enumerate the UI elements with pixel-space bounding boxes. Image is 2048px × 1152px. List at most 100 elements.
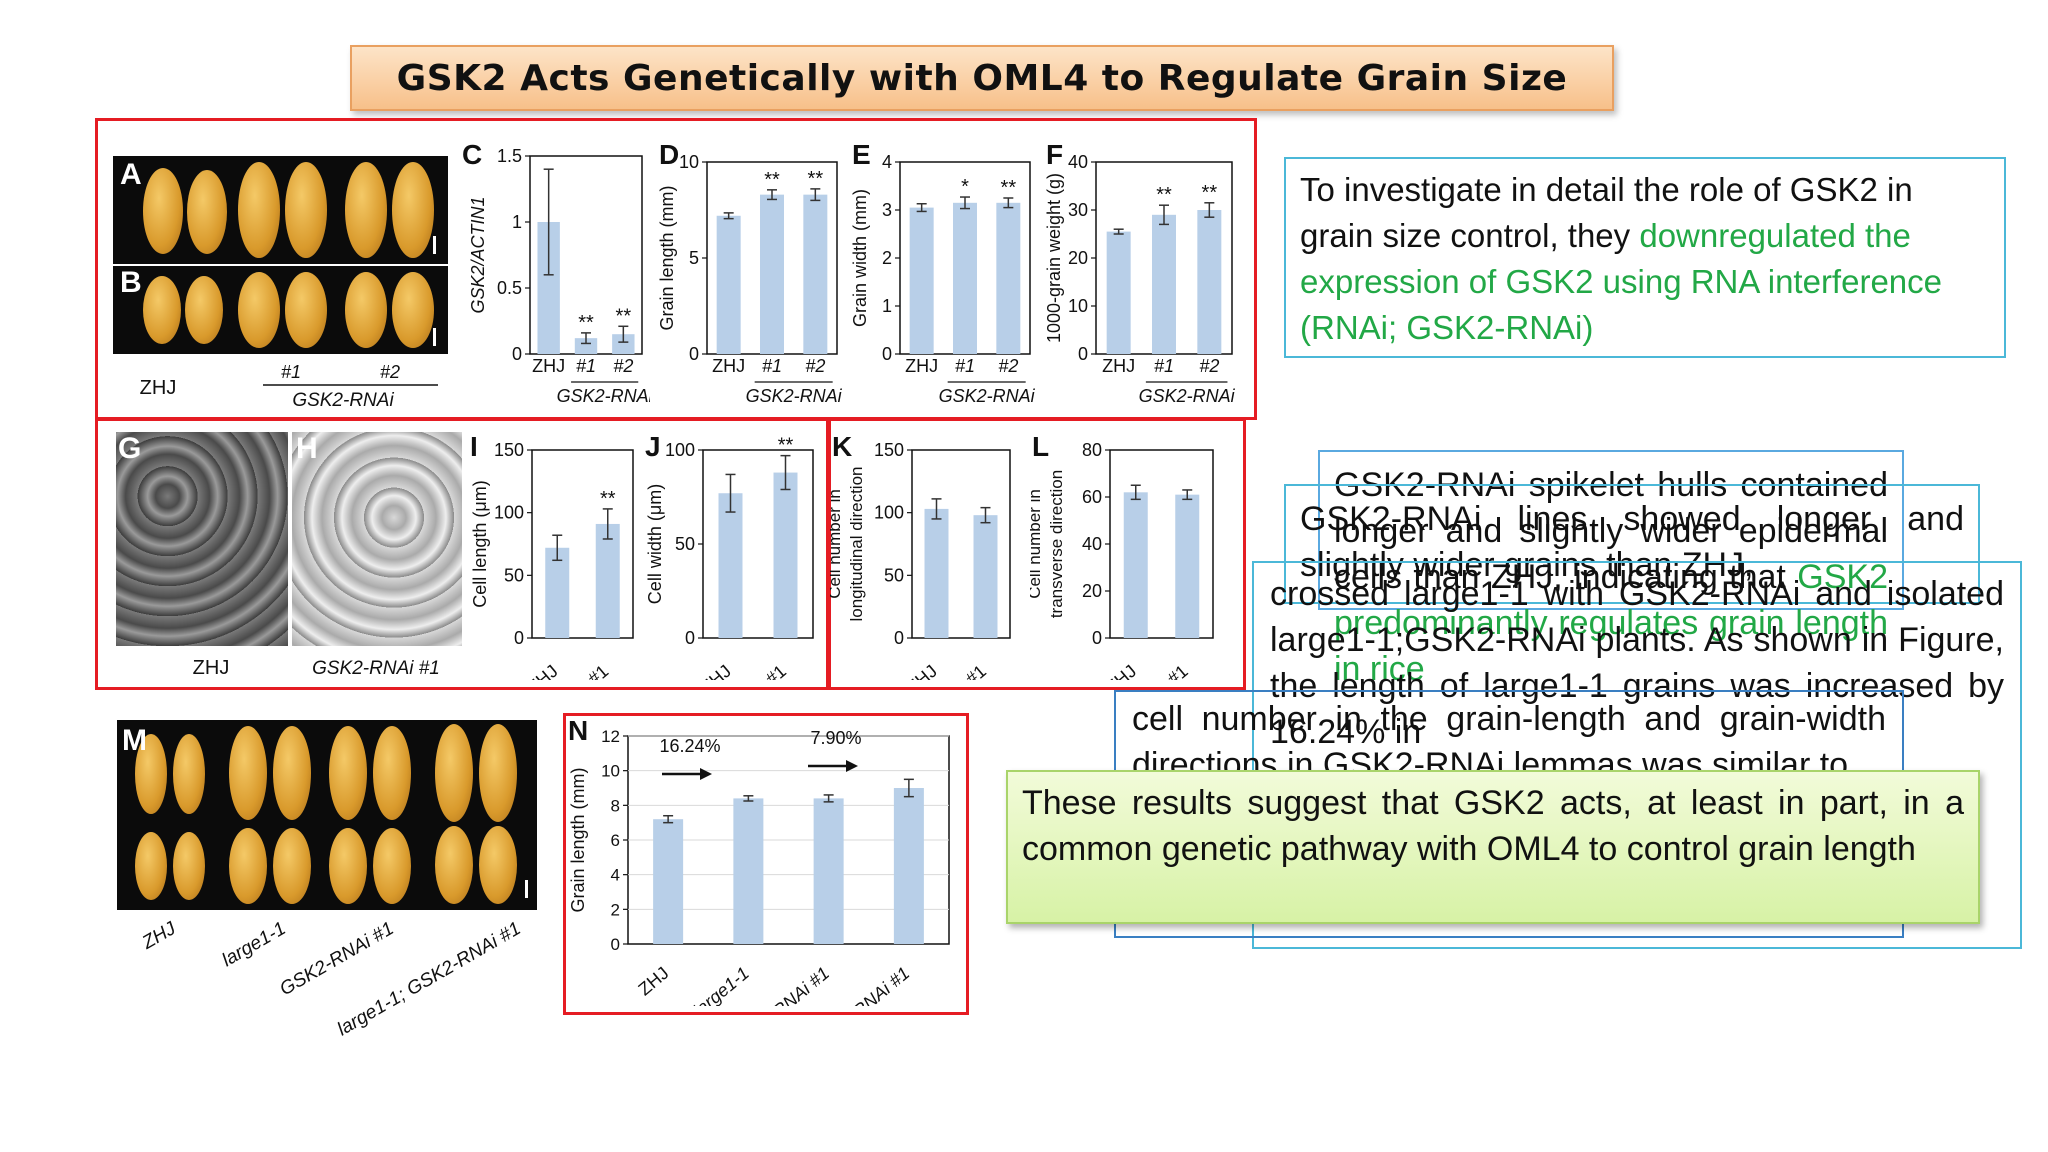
y-tick-label: 0 [611,935,620,954]
bar [718,493,743,638]
significance-mark: ** [808,168,824,190]
slide-title-box: GSK2 Acts Genetically with OML4 to Regul… [350,45,1614,111]
bar [574,338,598,354]
sem-image-g [116,432,288,646]
y-tick-label: 50 [884,565,904,585]
bar [909,207,934,354]
x-tick-label: ZHJ [712,356,745,376]
y-tick-label: 0 [514,628,524,648]
y-tick-label: 100 [874,503,904,523]
y-tick-label: 0 [1092,628,1102,648]
y-axis-label: Grain length (mm) [657,185,677,330]
y-tick-label: 10 [601,762,620,781]
figure-n-frame [563,713,969,1015]
y-tick-label: 150 [494,440,524,460]
x-tick-label: ZHJ [697,661,735,680]
y-tick-label: 0 [512,344,522,364]
significance-mark: ** [1202,182,1218,204]
bar [716,215,741,354]
x-tick-label: #2 [613,356,633,376]
y-tick-label: 100 [665,440,695,460]
figure-mid-right-frame [826,418,1246,690]
x-tick-label: ZHJ [903,661,941,680]
panel-label-f: F [1046,140,1063,170]
y-tick-label: 4 [882,152,892,172]
x-tick-label: ZHJ [1102,356,1135,376]
panel-label-d: D [659,140,679,170]
group-label: GSK2-RNAi [939,386,1036,406]
x-tick-label: ZHJ [524,661,562,680]
y-tick-label: 6 [611,831,620,850]
y-tick-label: 0 [689,344,699,364]
y-tick-label: 0 [894,628,904,648]
x-tick-label: #1 [955,356,975,376]
caption-rnai1-sem: GSK2-RNAi #1 [312,658,440,679]
x-tick-label: #1 [576,356,596,376]
group-label: GSK2-RNAi [557,386,650,406]
y-axis-label: Grain width (mm) [850,189,870,327]
slide-title: GSK2 Acts Genetically with OML4 to Regul… [396,57,1568,99]
plot-frame [911,449,1011,639]
x-tick-label: #2 [1199,356,1219,376]
y-tick-label: 40 [1082,534,1102,554]
y-axis-label: transverse direction [1047,470,1066,618]
bar [612,334,635,354]
panel-label-i: I [470,432,478,462]
bar [893,788,924,944]
panel-label-n: N [568,716,588,746]
y-tick-label: 0 [1078,344,1088,364]
significance-mark: ** [578,312,594,334]
y-tick-label: 0 [882,344,892,364]
y-tick-label: 0.5 [497,278,522,298]
significance-mark: ** [1001,177,1017,199]
significance-mark: ** [778,435,794,457]
percent-annotation: 7.90% [810,728,861,748]
y-tick-label: 50 [675,534,695,554]
y-axis-label: Cell width (μm) [645,484,665,604]
caption-n1: #1 [281,362,301,382]
panel-label-b: B [120,266,142,299]
photo-grains-m [117,720,537,910]
bar [996,202,1021,354]
bar [545,547,570,638]
x-tick-label: #2 [998,356,1018,376]
panel-label-j: J [645,432,661,462]
x-tick-label: #1 [762,356,782,376]
sem-image-h [292,432,462,646]
bar [537,222,560,354]
figure-mid-left-frame [95,418,831,690]
significance-mark: ** [600,488,616,510]
text-rnai-intro-plain: To investigate in detail the role of GSK… [1300,171,1913,254]
bar [760,194,784,354]
bar [595,523,620,638]
bar [1152,214,1176,354]
x-tick-label: #1 [762,661,790,680]
text-longer-grains: GSK2-RNAi lines showed longer and slight… [1300,500,1964,584]
y-tick-label: 1 [882,296,892,316]
caption-zhj: ZHJ [140,377,177,399]
significance-mark: ** [764,169,780,191]
y-tick-label: 30 [1068,200,1088,220]
caption-zhj-sem: ZHJ [193,657,230,679]
panel-label-h: H [296,432,318,465]
x-tick-label: large1-1 [689,963,752,1006]
text-box-cross: crossed large1-1 with GSK2-RNAi and isol… [1252,561,2022,949]
y-axis-label: 1000-grain weight (g) [1044,173,1064,343]
photo-ab-captions: ZHJ #1 #2 GSK2-RNAi [140,362,438,411]
arrow-head [700,768,712,780]
x-tick-label: large1-1; GSK2-RNAi #1 [749,963,913,1006]
sem-captions: ZHJ GSK2-RNAi #1 [193,657,440,679]
text-rnai-intro-highlight: downregulated the expression of GSK2 usi… [1300,217,1943,346]
y-tick-label: 80 [1082,440,1102,460]
panel-label-k: K [832,432,852,462]
caption-m-large1: large1-1 [219,918,290,971]
